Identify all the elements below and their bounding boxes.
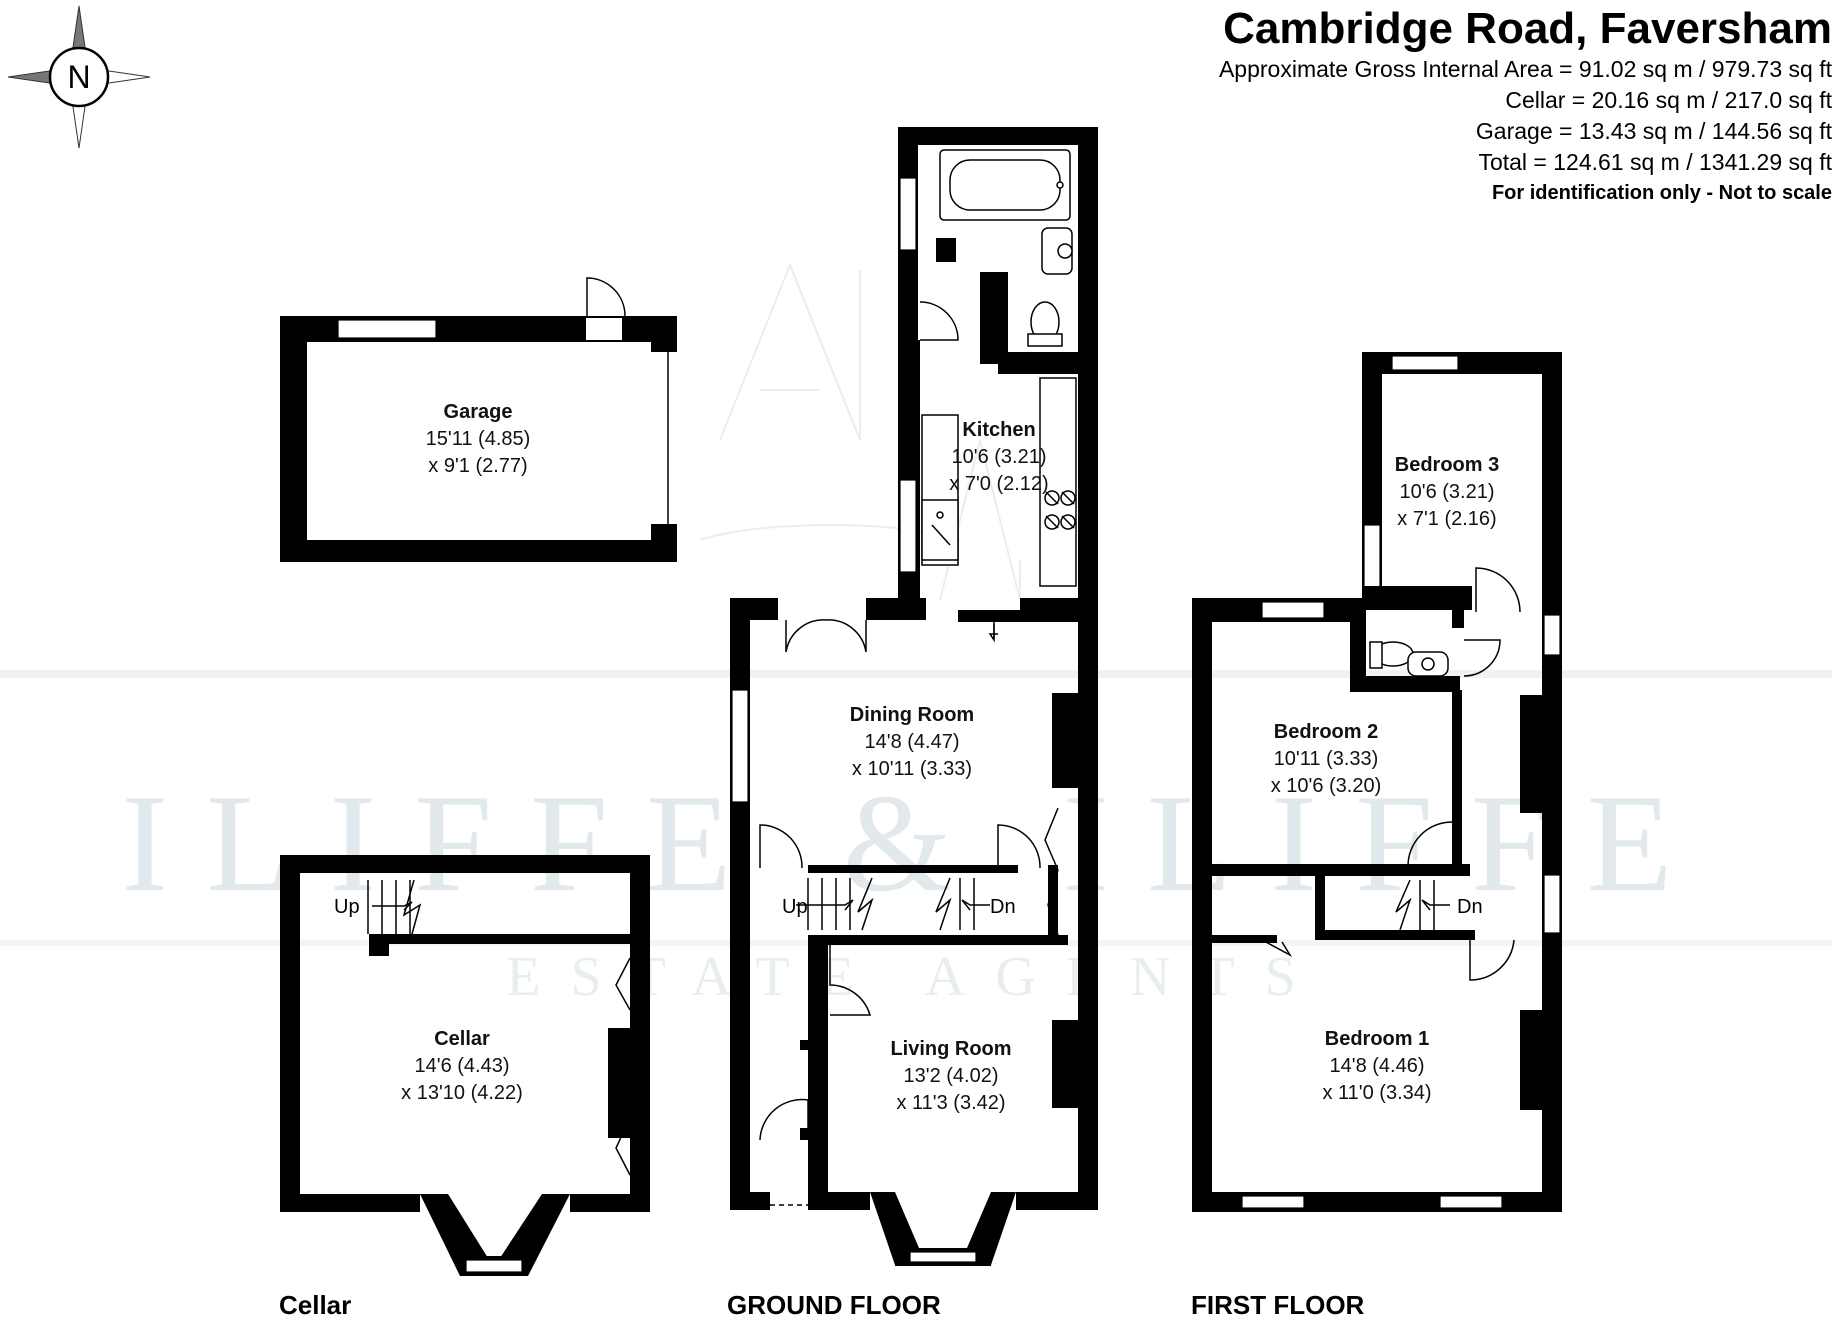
room-name-dining: Dining Room	[850, 704, 974, 726]
room-dim2-cellar: x 13'10 (4.22)	[401, 1082, 523, 1104]
room-dim1-bedroom1: 14'8 (4.46)	[1330, 1055, 1425, 1077]
cellar-area-line: Cellar = 20.16 sq m / 217.0 sq ft	[1505, 87, 1832, 113]
room-dim1-cellar: 14'6 (4.43)	[415, 1055, 510, 1077]
stair-label-first-dn: Dn	[1457, 896, 1483, 918]
plan-header: Cambridge Road, Faversham Approximate Gr…	[932, 0, 1832, 208]
gross-area-line: Approximate Gross Internal Area = 91.02 …	[1218, 56, 1832, 82]
room-dim2-bedroom2: x 10'6 (3.20)	[1271, 775, 1382, 797]
room-dim1-bedroom3: 10'6 (3.21)	[1400, 481, 1495, 503]
room-dim2-living: x 11'3 (3.42)	[896, 1092, 1005, 1114]
room-dim2-bedroom1: x 11'0 (3.34)	[1322, 1082, 1431, 1104]
room-name-cellar: Cellar	[434, 1028, 490, 1050]
room-dim1-living: 13'2 (4.02)	[904, 1065, 999, 1087]
stair-labels: Up Up Dn Dn	[334, 896, 1483, 918]
stair-label-ground-dn: Dn	[990, 896, 1016, 918]
floor-label-ground: GROUND FLOOR	[727, 1290, 941, 1320]
room-dim1-garage: 15'11 (4.85)	[426, 428, 531, 450]
room-labels: Garage 15'11 (4.85) x 9'1 (2.77) Kitchen…	[401, 401, 1499, 1114]
first-floor-plan	[1192, 352, 1562, 1212]
room-name-living: Living Room	[890, 1038, 1011, 1060]
garage-plan	[280, 277, 677, 562]
room-name-bedroom1: Bedroom 1	[1325, 1028, 1429, 1050]
scale-disclaimer: For identification only - Not to scale	[1491, 182, 1832, 204]
ground-floor-plan	[730, 127, 1098, 1266]
room-dim1-dining: 14'8 (4.47)	[865, 731, 960, 753]
room-dim1-bedroom2: 10'11 (3.33)	[1274, 748, 1379, 770]
cellar-plan	[280, 855, 650, 1276]
room-dim2-dining: x 10'11 (3.33)	[852, 758, 972, 780]
room-name-bedroom2: Bedroom 2	[1274, 721, 1378, 743]
garage-area-line: Garage = 13.43 sq m / 144.56 sq ft	[1475, 118, 1832, 144]
room-dim2-bedroom3: x 7'1 (2.16)	[1397, 508, 1496, 530]
room-name-kitchen: Kitchen	[962, 419, 1035, 441]
stair-label-ground-up: Up	[782, 896, 808, 918]
room-dim2-garage: x 9'1 (2.77)	[428, 455, 527, 477]
room-name-garage: Garage	[444, 401, 513, 423]
room-dim2-kitchen: x 7'0 (2.12)	[949, 473, 1048, 495]
room-name-bedroom3: Bedroom 3	[1395, 454, 1499, 476]
compass-letter: N	[67, 59, 90, 95]
north-compass-icon: N	[7, 5, 151, 149]
total-area-line: Total = 124.61 sq m / 1341.29 sq ft	[1478, 149, 1832, 175]
stair-label-cellar-up: Up	[334, 896, 360, 918]
property-title: Cambridge Road, Faversham	[1223, 4, 1832, 53]
room-dim1-kitchen: 10'6 (3.21)	[952, 446, 1047, 468]
floor-labels: Cellar GROUND FLOOR FIRST FLOOR	[279, 1290, 1365, 1320]
floor-label-first: FIRST FLOOR	[1191, 1290, 1365, 1320]
floor-label-cellar: Cellar	[279, 1290, 351, 1320]
